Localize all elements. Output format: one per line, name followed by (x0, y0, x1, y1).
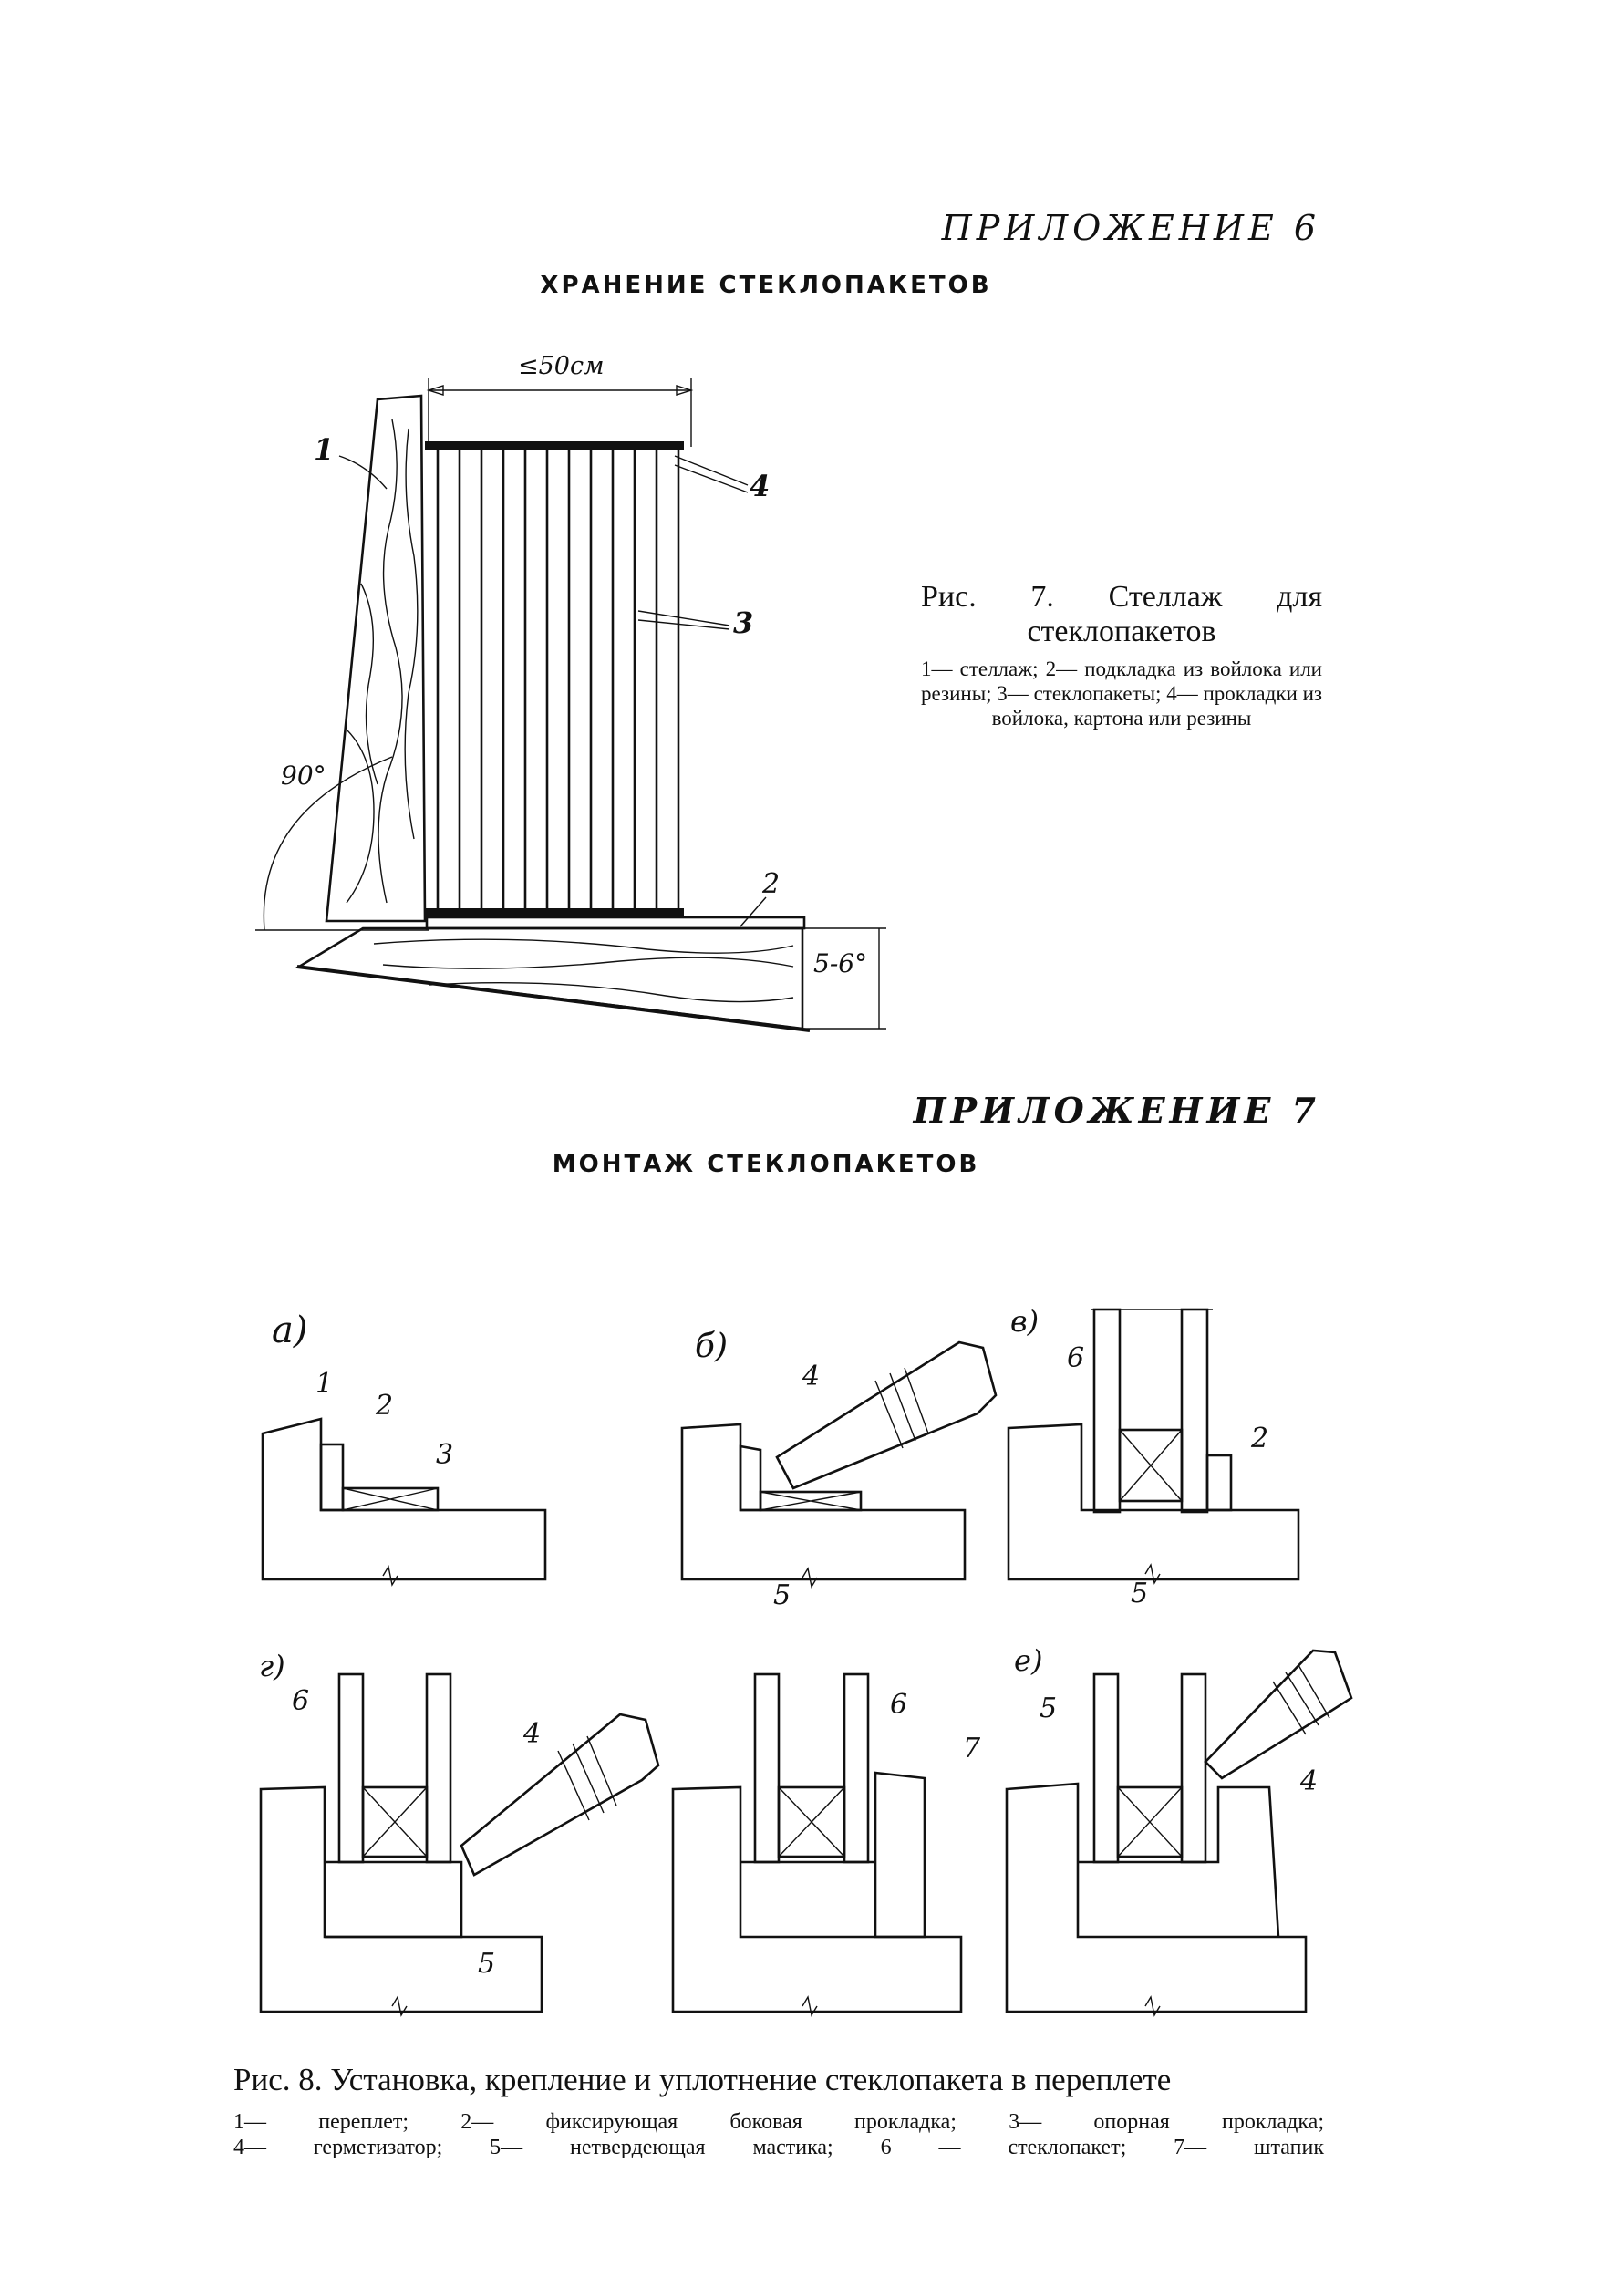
figure-8-caption-line-1: 1— переплет; 2— фиксирующая боковая прок… (233, 2110, 1324, 2134)
fig8-callout-6-g: 6 (292, 1685, 310, 1717)
fig8-callout-2: 2 (376, 1390, 394, 1422)
fig8-callout-1: 1 (315, 1368, 334, 1400)
panel-g-label: г) (259, 1649, 285, 1683)
fig8-callout-7-d: 7 (963, 1733, 981, 1765)
appendix-6-title: ХРАНЕНИЕ СТЕКЛОПАКЕТОВ (540, 272, 992, 299)
fig8-callout-6-d: 6 (890, 1689, 908, 1721)
fig8-callout-5-b: 5 (773, 1579, 791, 1611)
panel-e-label: е) (1014, 1643, 1043, 1678)
fig8-callout-3: 3 (436, 1439, 454, 1471)
fig8-callout-4-b: 4 (802, 1361, 821, 1392)
fig8-callout-4-e: 4 (1300, 1765, 1319, 1797)
fig8-callout-6-v: 6 (1067, 1342, 1085, 1374)
dimension-label: ≤50см (518, 352, 605, 380)
figure-8-caption-title: Рис. 8. Установка, крепление и уплотнени… (233, 2062, 1172, 2097)
appendix-7-label: ПРИЛОЖЕНИЕ 7 (913, 1090, 1320, 1131)
callout-3-glass-units: 3 (733, 605, 754, 640)
fig8-callout-5-v: 5 (1131, 1578, 1149, 1609)
appendix-6-label: ПРИЛОЖЕНИЕ 6 (941, 208, 1320, 248)
panel-b-label: б) (695, 1328, 729, 1365)
fig8-callout-4-g: 4 (523, 1718, 542, 1750)
appendix-7-title: МОНТАЖ СТЕКЛОПАКЕТОВ (552, 1151, 980, 1178)
callout-4-spacers: 4 (750, 469, 771, 503)
figure-8-caption-line-2: 4— герметизатор; 5— нетвердеющая мастика… (233, 2136, 1324, 2159)
panel-a-label: а) (272, 1309, 308, 1351)
callout-2-pad: 2 (762, 868, 781, 900)
angle-90-label: 90° (281, 761, 326, 791)
figure-7-caption-title: Рис. 7. Стеллаж для стеклопакетов (921, 580, 1322, 648)
panel-v-label: в) (1010, 1304, 1040, 1339)
callout-1-rack: 1 (314, 432, 335, 467)
figure-7-caption-text: 1— стеллаж; 2— подкладка из войлока или … (921, 657, 1322, 730)
fig8-callout-2-v: 2 (1251, 1423, 1269, 1454)
angle-slope-label: 5-6° (813, 948, 868, 978)
fig8-callout-5-e: 5 (1040, 1692, 1058, 1724)
fig8-callout-5-g: 5 (478, 1948, 496, 1980)
